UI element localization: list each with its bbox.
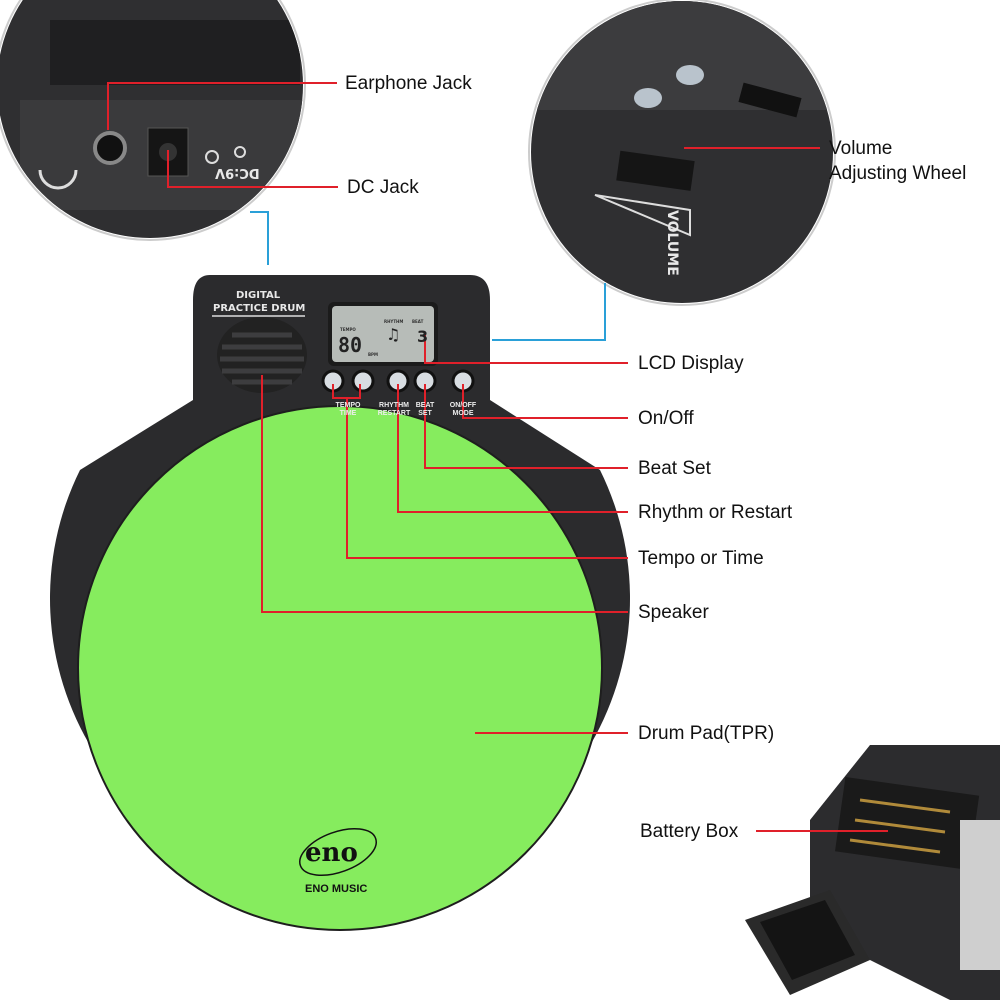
lcd-tempo-value: 80 [338, 333, 363, 357]
button-label-onoff: ON/OFF MODE [449, 402, 477, 417]
volume-label: VOLUME [664, 210, 680, 276]
dc-label: DC:9V [215, 165, 260, 180]
callout-tempo-time: Tempo or Time [638, 548, 764, 569]
callout-speaker: Speaker [638, 602, 709, 623]
callout-earphone-jack: Earphone Jack [345, 73, 472, 94]
eno-logo: eno [305, 838, 358, 868]
button-label-beat: BEAT SET [415, 402, 435, 417]
inset-volume [528, 0, 836, 306]
lcd-tempo-tag: TEMPO [340, 327, 356, 332]
button-label-rhythm: RHYTHM RESTART [377, 402, 411, 417]
inset-jacks [0, 0, 306, 241]
callout-drum-pad: Drum Pad(TPR) [638, 723, 775, 744]
tempo-down-button [351, 369, 375, 393]
callout-on-off: On/Off [638, 408, 694, 429]
callout-beat-set: Beat Set [638, 458, 711, 479]
callout-volume-line1: Volume [829, 138, 893, 159]
callout-lcd-display: LCD Display [638, 353, 744, 374]
device-title-line1: DIGITAL [236, 290, 281, 301]
callout-rhythm-restart: Rhythm or Restart [638, 502, 793, 523]
lcd-rhythm-tag: RHYTHM [384, 319, 404, 324]
lcd-beat-tag: BEAT [412, 319, 424, 324]
callout-dc-jack: DC Jack [347, 177, 419, 198]
lcd-note-icon: ♫ [386, 325, 401, 344]
lcd-bpm: BPM [368, 352, 378, 357]
device-title-line2: PRACTICE DRUM [213, 303, 306, 314]
button-label-tempo: TEMPO [335, 402, 361, 409]
button-label-time: TIME [339, 410, 357, 417]
drum-body [50, 275, 631, 931]
battery-box-photo [745, 745, 1000, 1000]
callout-volume-line2: Adjusting Wheel [829, 163, 967, 184]
callout-leaders [107, 82, 888, 832]
lcd-beat-value: 3 [417, 327, 429, 346]
inset-connectors [250, 211, 606, 341]
eno-caption: ENO MUSIC [305, 883, 368, 895]
callout-battery-box: Battery Box [640, 821, 739, 842]
